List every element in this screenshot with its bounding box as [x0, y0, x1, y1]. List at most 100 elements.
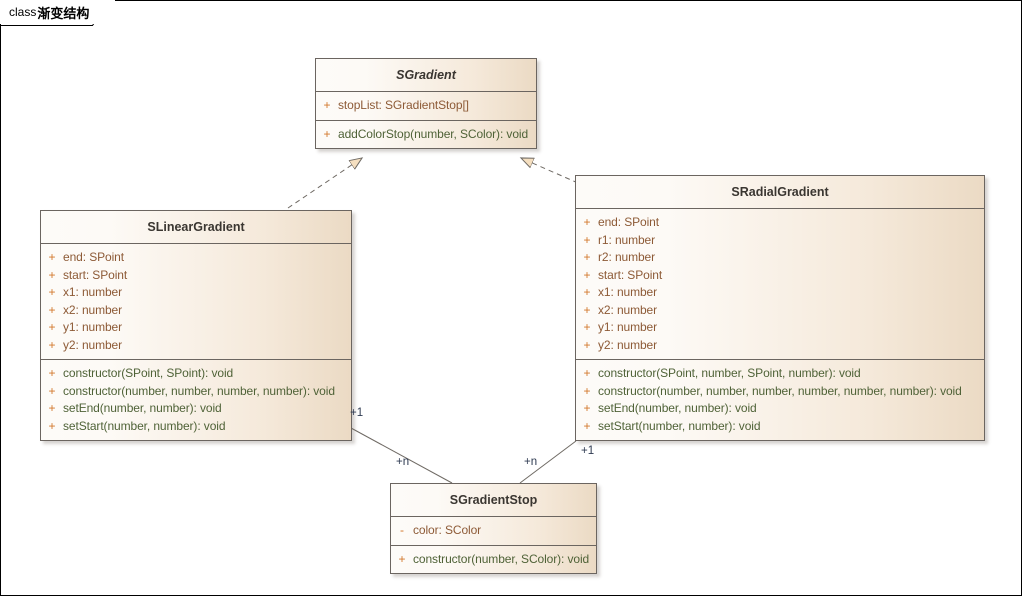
uml-attribute-row[interactable]: + x2: number — [576, 302, 984, 320]
uml-attributes-sgradient: + stopList: SGradientStop[] — [316, 92, 536, 121]
uml-class-name-sgradientstop: SGradientStop — [391, 484, 596, 517]
attribute-signature: start: SPoint — [63, 267, 128, 282]
relation-radial-realizes-gradient — [521, 158, 579, 184]
attribute-signature: end: SPoint — [598, 215, 659, 229]
uml-class-sradialgradient[interactable]: SRadialGradient + end: SPoint + r1: numb… — [575, 175, 985, 441]
uml-attribute-row[interactable]: + x1: number — [576, 284, 984, 302]
attribute-signature: x2: number — [598, 302, 658, 317]
uml-class-sgradient[interactable]: SGradient + stopList: SGradientStop[] + … — [315, 58, 537, 149]
uml-attribute-row[interactable]: + y1: number — [576, 319, 984, 337]
visibility-marker: + — [583, 418, 591, 433]
frame-tab-name: 渐变结构 — [37, 5, 90, 21]
uml-attribute-row[interactable]: + end: SPoint — [41, 249, 351, 267]
visibility-marker: + — [583, 285, 591, 299]
method-signature: constructor(number, number, number, numb… — [63, 383, 335, 398]
method-signature: setEnd(number, number): void — [598, 401, 757, 415]
visibility-marker: + — [48, 383, 56, 398]
visibility-marker: + — [48, 418, 56, 433]
uml-methods-sgradient: + addColorStop(number, SColor): void — [316, 121, 536, 149]
relation-linear-realizes-gradient — [287, 158, 362, 209]
uml-attribute-row[interactable]: + y1: number — [41, 319, 351, 337]
uml-attribute-row[interactable]: + r2: number — [576, 249, 984, 267]
uml-attribute-row[interactable]: + y2: number — [576, 337, 984, 355]
visibility-marker: + — [323, 126, 331, 141]
attribute-signature: start: SPoint — [598, 267, 663, 282]
attribute-signature: color: SColor — [413, 523, 482, 537]
attribute-signature: r1: number — [598, 232, 656, 247]
attribute-signature: y2: number — [63, 337, 123, 352]
uml-class-name-slineargradient: SLinearGradient — [41, 211, 351, 244]
visibility-marker: + — [48, 320, 56, 334]
method-signature: setStart(number, number): void — [63, 418, 226, 433]
visibility-marker: + — [48, 401, 56, 415]
visibility-marker: + — [583, 320, 591, 334]
uml-attribute-row[interactable]: + y2: number — [41, 337, 351, 355]
visibility-marker: + — [583, 302, 591, 317]
uml-attribute-row[interactable]: + stopList: SGradientStop[] — [316, 97, 536, 115]
method-signature: constructor(number, SColor): void — [413, 551, 590, 566]
attribute-signature: y2: number — [598, 337, 658, 352]
visibility-marker: + — [583, 401, 591, 415]
uml-method-row[interactable]: + setStart(number, number): void — [41, 418, 351, 436]
diagram-frame-tab[interactable]: class 渐变结构 — [0, 0, 116, 24]
frame-tab-keyword: class — [9, 5, 37, 19]
method-signature: setEnd(number, number): void — [63, 401, 222, 415]
edge-label-radial-one: +1 — [581, 445, 595, 457]
uml-method-row[interactable]: + constructor(number, number, number, nu… — [576, 383, 984, 401]
uml-class-slineargradient[interactable]: SLinearGradient + end: SPoint + start: S… — [40, 210, 352, 441]
edge-label-radial-many: +n — [524, 456, 538, 468]
uml-attribute-row[interactable]: + r1: number — [576, 232, 984, 250]
edge-label-linear-one: +1 — [350, 407, 364, 419]
uml-method-row[interactable]: + setStart(number, number): void — [576, 418, 984, 436]
uml-method-row[interactable]: + setEnd(number, number): void — [576, 400, 984, 418]
method-signature: constructor(number, number, number, numb… — [598, 383, 962, 398]
uml-method-row[interactable]: + addColorStop(number, SColor): void — [316, 126, 536, 144]
attribute-signature: r2: number — [598, 250, 656, 264]
uml-attribute-row[interactable]: - color: SColor — [391, 522, 596, 540]
visibility-marker: + — [48, 337, 56, 352]
uml-class-name-sgradient: SGradient — [316, 59, 536, 92]
uml-method-row[interactable]: + setEnd(number, number): void — [41, 400, 351, 418]
uml-methods-slineargradient: + constructor(SPoint, SPoint): void + co… — [41, 360, 351, 440]
visibility-marker: + — [48, 250, 56, 264]
uml-attributes-sgradientstop: - color: SColor — [391, 517, 596, 546]
visibility-marker: + — [583, 232, 591, 247]
attribute-signature: x1: number — [63, 285, 123, 299]
attribute-signature: x1: number — [598, 285, 658, 299]
uml-attribute-row[interactable]: + start: SPoint — [576, 267, 984, 285]
uml-method-row[interactable]: + constructor(SPoint, number, SPoint, nu… — [576, 365, 984, 383]
method-signature: constructor(SPoint, SPoint): void — [63, 366, 234, 380]
visibility-marker: + — [48, 267, 56, 282]
visibility-marker: + — [583, 250, 591, 264]
visibility-marker: + — [583, 267, 591, 282]
attribute-signature: end: SPoint — [63, 250, 124, 264]
uml-method-row[interactable]: + constructor(number, number, number, nu… — [41, 383, 351, 401]
uml-attribute-row[interactable]: + end: SPoint — [576, 214, 984, 232]
attribute-signature: stopList: SGradientStop[] — [338, 98, 469, 112]
attribute-signature: y1: number — [598, 320, 658, 334]
uml-attributes-slineargradient: + end: SPoint + start: SPoint + x1: numb… — [41, 244, 351, 360]
attribute-signature: y1: number — [63, 320, 123, 334]
visibility-marker: + — [48, 366, 56, 380]
uml-attribute-row[interactable]: + start: SPoint — [41, 267, 351, 285]
uml-methods-sgradientstop: + constructor(number, SColor): void — [391, 546, 596, 574]
visibility-marker: - — [400, 523, 404, 537]
uml-methods-sradialgradient: + constructor(SPoint, number, SPoint, nu… — [576, 360, 984, 440]
method-signature: setStart(number, number): void — [598, 418, 761, 433]
method-signature: constructor(SPoint, number, SPoint, numb… — [598, 366, 861, 380]
uml-method-row[interactable]: + constructor(SPoint, SPoint): void — [41, 365, 351, 383]
uml-attribute-row[interactable]: + x2: number — [41, 302, 351, 320]
uml-attribute-row[interactable]: + x1: number — [41, 284, 351, 302]
visibility-marker: + — [583, 215, 591, 229]
uml-attributes-sradialgradient: + end: SPoint + r1: number + r2: number … — [576, 209, 984, 360]
visibility-marker: + — [48, 302, 56, 317]
edge-label-linear-many: +n — [396, 456, 410, 468]
visibility-marker: + — [323, 98, 331, 112]
visibility-marker: + — [398, 551, 406, 566]
visibility-marker: + — [583, 383, 591, 398]
visibility-marker: + — [48, 285, 56, 299]
uml-method-row[interactable]: + constructor(number, SColor): void — [391, 551, 596, 569]
attribute-signature: x2: number — [63, 302, 123, 317]
uml-class-sgradientstop[interactable]: SGradientStop - color: SColor + construc… — [390, 483, 597, 574]
